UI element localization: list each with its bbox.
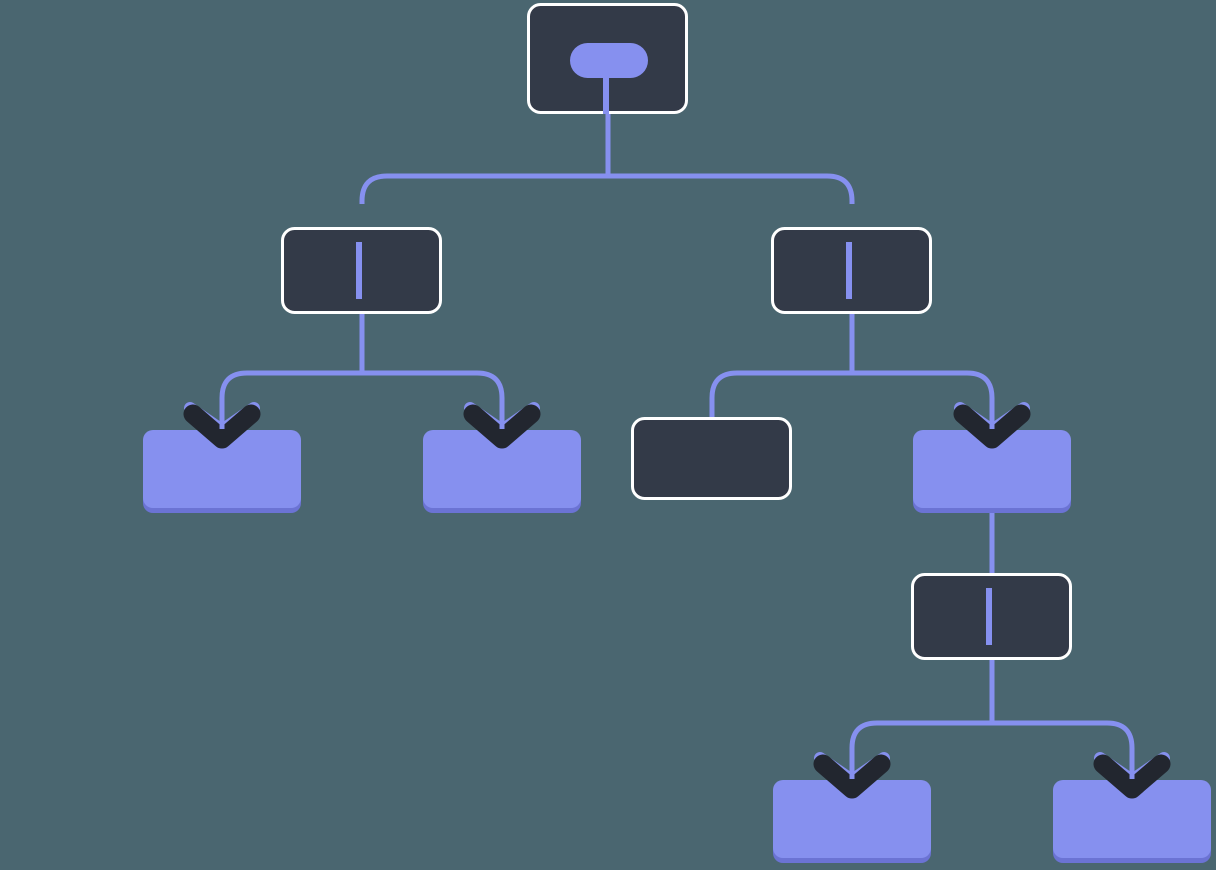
node-mark-vbar: [846, 242, 852, 299]
node-l2-b[interactable]: [423, 430, 581, 513]
node-layer: [143, 3, 1211, 863]
node-mark-pill: [570, 43, 648, 78]
chevron-arrow-icon-l4-a: [813, 748, 891, 799]
chevron-arrow-icon-l2-a: [183, 398, 261, 449]
connector-l1left-to-l2: [219, 314, 505, 440]
node-l2-d[interactable]: [913, 430, 1071, 513]
node-mark-vbar: [356, 242, 362, 299]
node-l2-empty[interactable]: [631, 417, 792, 500]
node-l4-b[interactable]: [1053, 780, 1211, 863]
connector-layer: [219, 114, 1135, 790]
chevron-arrow-icon-l4-b: [1093, 748, 1171, 799]
node-mark-stem: [603, 78, 609, 114]
node-l3-mid[interactable]: [911, 573, 1072, 660]
node-l2-a[interactable]: [143, 430, 301, 513]
arrow-layer: [183, 398, 1171, 799]
node-l4-a[interactable]: [773, 780, 931, 863]
connector-l1right-to-l2: [709, 314, 995, 440]
node-l1-left[interactable]: [281, 227, 442, 314]
node-root[interactable]: [527, 3, 688, 115]
connector-root-to-l1: [359, 114, 855, 204]
node-l1-right[interactable]: [771, 227, 932, 314]
chevron-arrow-icon-l2-b: [463, 398, 541, 449]
connector-l3-to-l4: [849, 660, 1135, 790]
node-mark-vbar: [986, 588, 992, 645]
chevron-arrow-icon-l2-d: [953, 398, 1031, 449]
